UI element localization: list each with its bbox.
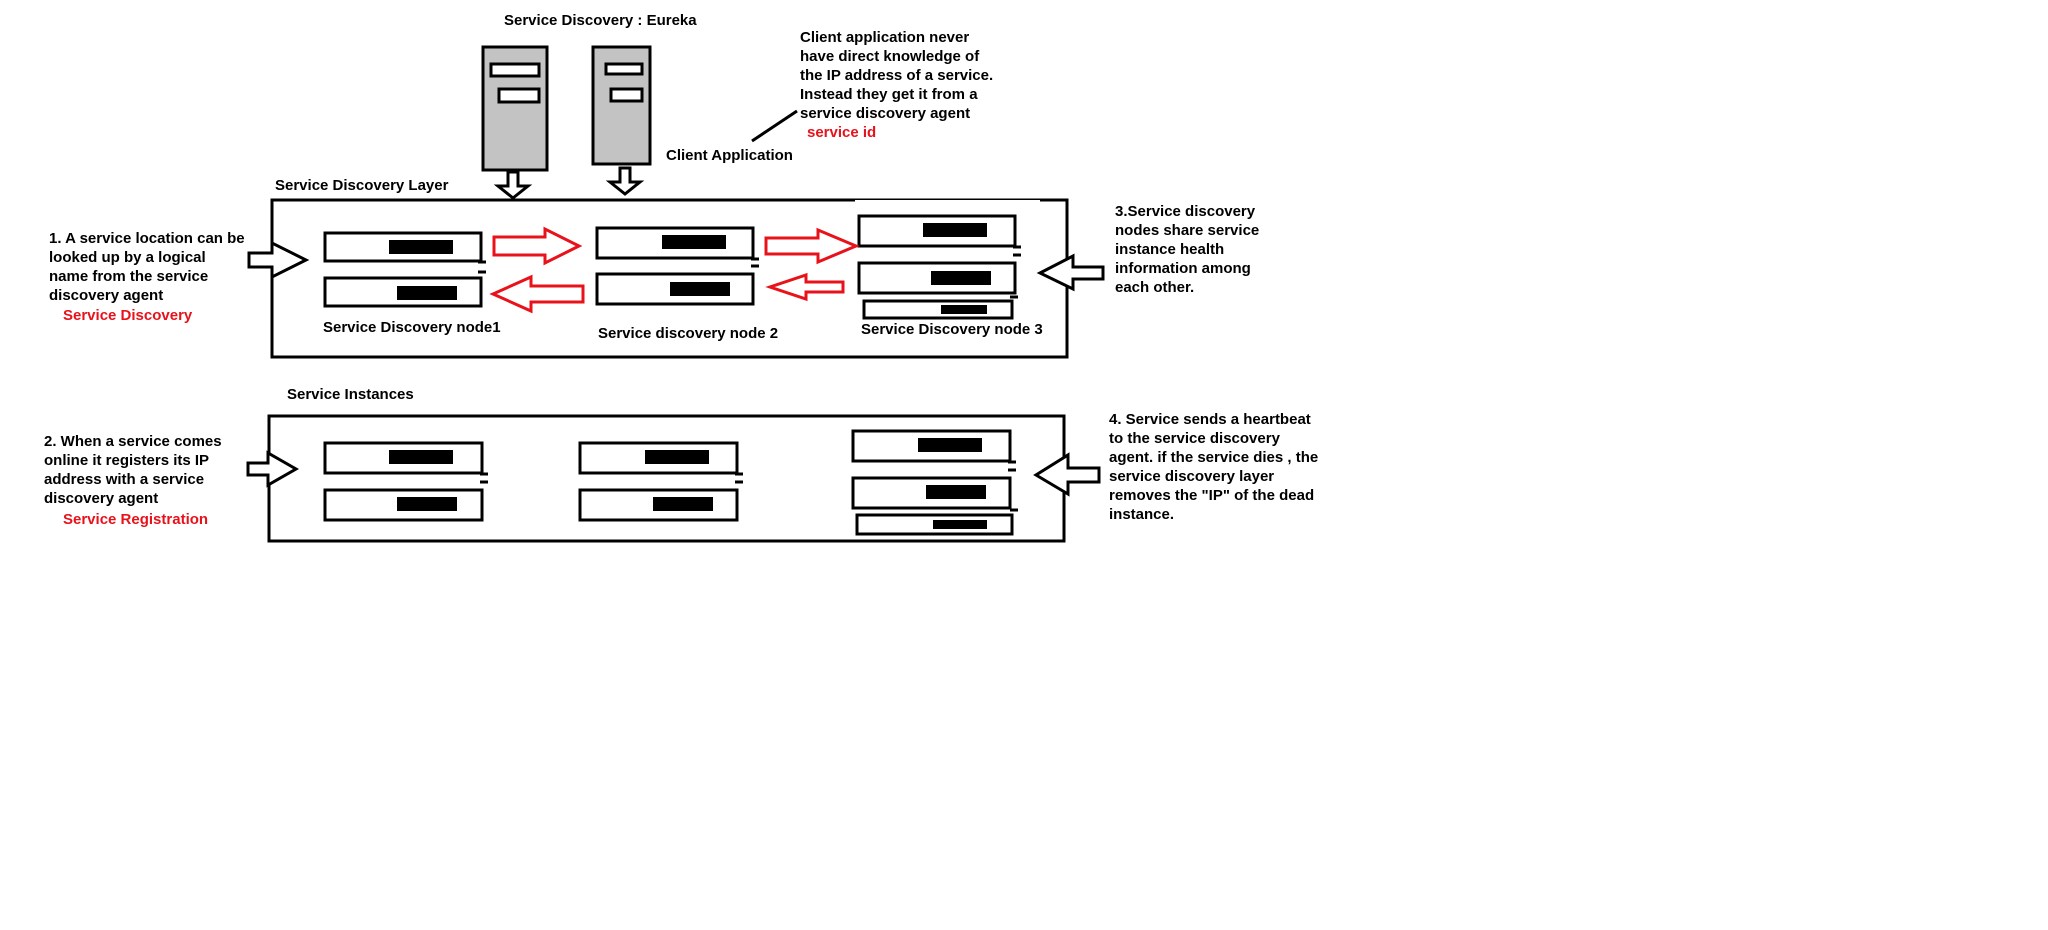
service-id-label: service id bbox=[807, 124, 876, 141]
callout-arrow-left-icon bbox=[1033, 452, 1101, 497]
callout-arrow-right-icon bbox=[247, 240, 310, 280]
callout-1: 1. A service location can be looked up b… bbox=[49, 230, 245, 324]
client-application-label: Client Application bbox=[666, 147, 793, 164]
discovery-node-1 bbox=[323, 231, 486, 308]
svg-text:online it registers its IP: online it registers its IP bbox=[44, 452, 209, 469]
svg-text:service discovery agent: service discovery agent bbox=[800, 105, 970, 122]
sync-arrow-right-icon bbox=[492, 226, 583, 266]
svg-text:removes the "IP" of the dead: removes the "IP" of the dead bbox=[1109, 487, 1314, 504]
service-instance-group-1 bbox=[323, 441, 488, 522]
svg-text:nodes share service: nodes share service bbox=[1115, 222, 1259, 239]
service-instance-group-3 bbox=[851, 429, 1018, 536]
svg-text:3.Service discovery: 3.Service discovery bbox=[1115, 203, 1256, 220]
svg-text:4. Service sends a heartbeat: 4. Service sends a heartbeat bbox=[1109, 411, 1311, 428]
callout-4: 4. Service sends a heartbeat to the serv… bbox=[1109, 411, 1318, 523]
sync-arrow-left-icon bbox=[765, 272, 845, 302]
service-instances-title: Service Instances bbox=[287, 386, 414, 403]
service-instance-group-2 bbox=[578, 441, 743, 522]
svg-text:name from the service: name from the service bbox=[49, 268, 208, 285]
eureka-server-icon bbox=[591, 45, 652, 166]
callout-arrow-left-icon bbox=[1036, 253, 1105, 292]
svg-text:the IP address of a service.: the IP address of a service. bbox=[800, 67, 993, 84]
svg-text:each other.: each other. bbox=[1115, 279, 1194, 296]
sync-arrow-left-icon bbox=[489, 274, 585, 314]
svg-text:to the service discovery: to the service discovery bbox=[1109, 430, 1281, 447]
client-note: Client application never have direct kno… bbox=[800, 29, 993, 141]
service-registration-label: Service Registration bbox=[63, 511, 208, 528]
svg-text:instance.: instance. bbox=[1109, 506, 1174, 523]
sync-arrow-right-icon bbox=[764, 227, 860, 265]
callout-2: 2. When a service comes online it regist… bbox=[44, 433, 222, 528]
svg-text:looked up by a logical: looked up by a logical bbox=[49, 249, 206, 266]
svg-text:Instead they get it from a: Instead they get it from a bbox=[800, 86, 978, 103]
service-discovery-label: Service Discovery bbox=[63, 307, 193, 324]
client-connector-line bbox=[751, 109, 798, 143]
eureka-server-icon bbox=[481, 45, 549, 172]
callout-arrow-right-icon bbox=[246, 450, 300, 488]
svg-text:2. When a service comes: 2. When a service comes bbox=[44, 433, 222, 450]
svg-text:1. A service location can be: 1. A service location can be bbox=[49, 230, 245, 247]
discovery-layer-title: Service Discovery Layer bbox=[275, 177, 449, 194]
svg-text:have direct knowledge of: have direct knowledge of bbox=[800, 48, 980, 65]
svg-text:discovery agent: discovery agent bbox=[49, 287, 163, 304]
svg-text:instance health: instance health bbox=[1115, 241, 1224, 258]
discovery-node-3 bbox=[857, 214, 1021, 320]
svg-text:Client application never: Client application never bbox=[800, 29, 969, 46]
node-1-label: Service Discovery node1 bbox=[323, 319, 501, 336]
node-3-label: Service Discovery node 3 bbox=[861, 321, 1043, 338]
down-arrow-icon bbox=[493, 170, 533, 200]
svg-text:discovery agent: discovery agent bbox=[44, 490, 158, 507]
diagram-title: Service Discovery : Eureka bbox=[504, 12, 697, 29]
down-arrow-icon bbox=[605, 166, 645, 196]
svg-text:agent. if the service dies , t: agent. if the service dies , the bbox=[1109, 449, 1318, 466]
callout-3: 3.Service discovery nodes share service … bbox=[1115, 203, 1259, 296]
discovery-node-2 bbox=[595, 226, 759, 306]
svg-text:address with a service: address with a service bbox=[44, 471, 204, 488]
node-2-label: Service discovery node 2 bbox=[598, 325, 778, 342]
svg-text:information among: information among bbox=[1115, 260, 1251, 277]
svg-text:service discovery layer: service discovery layer bbox=[1109, 468, 1274, 485]
